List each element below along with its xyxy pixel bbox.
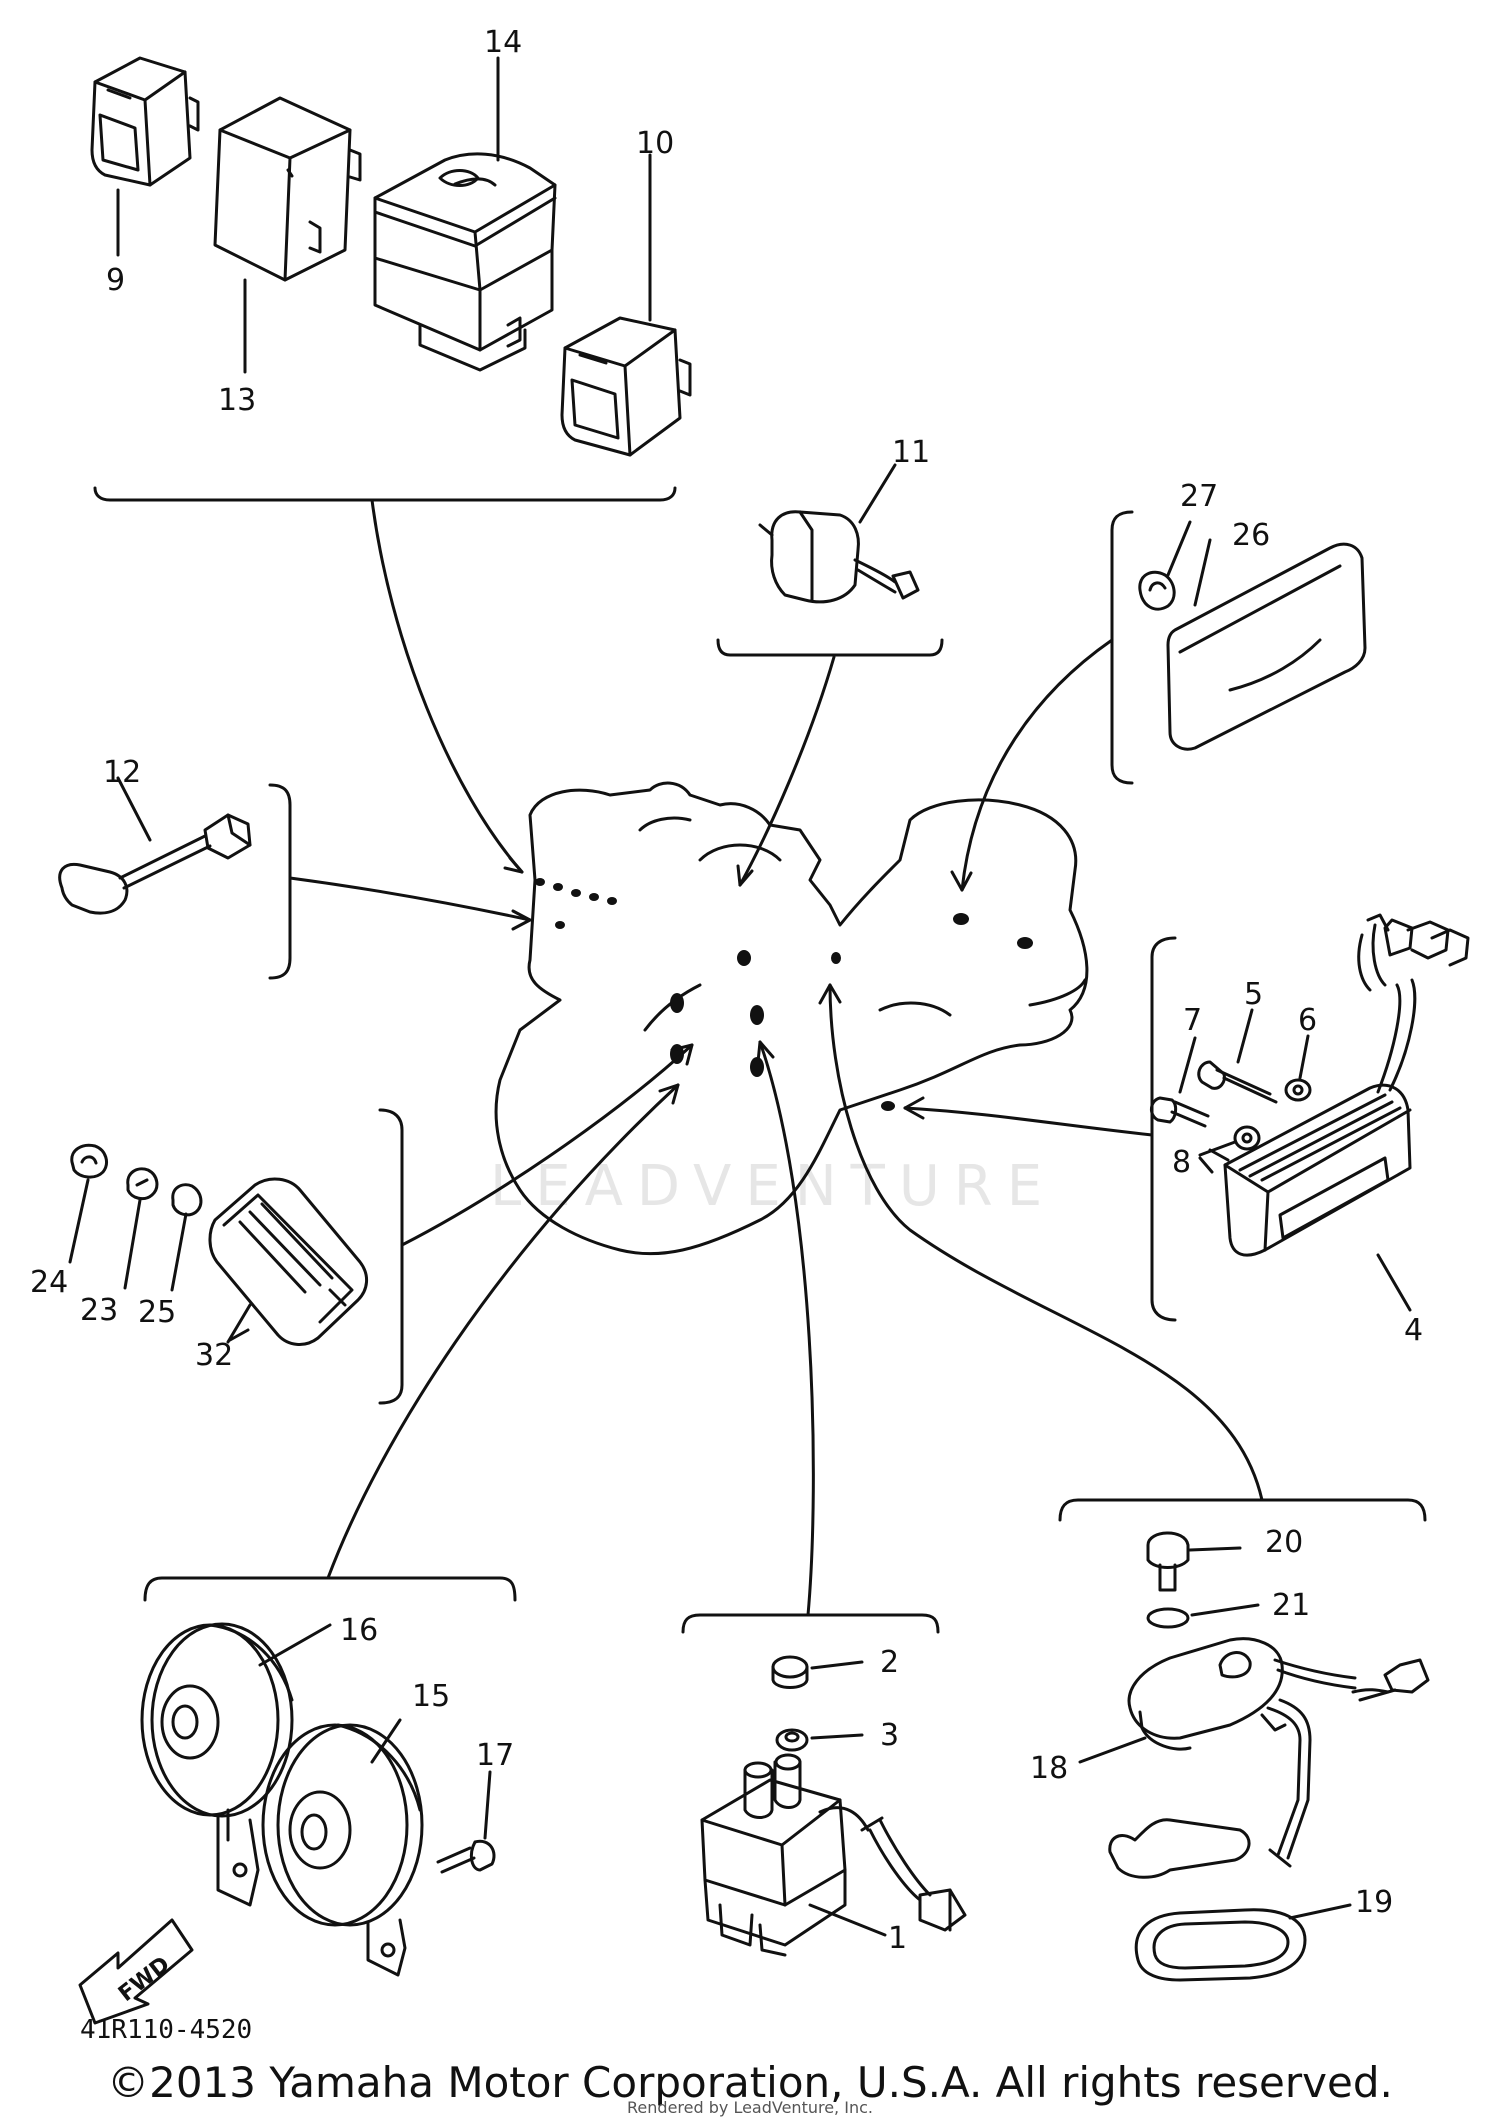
part-fuel-sender-18 — [1078, 1637, 1430, 1879]
bracket-relays — [93, 486, 677, 502]
connector-lines — [288, 498, 1264, 1617]
callout-14: 14 — [484, 25, 522, 60]
part-reflector-26 — [1166, 538, 1367, 751]
part-horn-15 — [261, 1718, 424, 1977]
part-box-14 — [373, 56, 557, 372]
part-cap-2 — [771, 1655, 864, 1689]
callout-4: 4 — [1404, 1313, 1423, 1348]
callout-26: 26 — [1232, 518, 1270, 553]
part-grommet-27 — [1138, 520, 1192, 611]
callout-labels: 14 10 9 13 11 27 26 12 5 7 6 8 4 24 23 2… — [30, 25, 1423, 2045]
fwd-arrow-label: FWD — [114, 1952, 175, 2007]
callout-7: 7 — [1183, 1003, 1202, 1038]
part-washer-8 — [1198, 1125, 1261, 1157]
part-washer-23 — [123, 1167, 159, 1290]
callout-27: 27 — [1180, 479, 1218, 514]
part-washer-6 — [1284, 1034, 1312, 1102]
bracket-reflector-26 — [1110, 510, 1134, 785]
part-reflector-32 — [208, 1177, 368, 1346]
callout-15: 15 — [412, 1679, 450, 1714]
rendered-by-notice: Rendered by LeadVenture, Inc. — [627, 2098, 873, 2117]
callout-10: 10 — [636, 126, 674, 161]
frame-outline — [494, 781, 1089, 1256]
part-unit-13 — [213, 96, 362, 374]
part-washer-25 — [170, 1183, 203, 1292]
part-washer-21 — [1146, 1603, 1260, 1629]
callout-18: 18 — [1030, 1751, 1068, 1786]
callout-17: 17 — [476, 1738, 514, 1773]
callout-3: 3 — [880, 1718, 899, 1753]
callout-2: 2 — [880, 1645, 899, 1680]
bracket-rectifier-4 — [1150, 936, 1177, 1322]
part-relay-10 — [560, 153, 692, 457]
part-nut-24 — [68, 1143, 108, 1264]
fwd-arrow-icon: FWD — [78, 1918, 194, 2025]
callout-1: 1 — [888, 1921, 907, 1956]
callout-21: 21 — [1272, 1588, 1310, 1623]
callout-32: 32 — [195, 1338, 233, 1373]
mount-points — [535, 878, 1033, 1111]
bracket-starter-relay — [681, 1613, 940, 1634]
part-rectifier-4 — [1198, 913, 1470, 1312]
part-relay-9 — [90, 56, 200, 257]
callout-6: 6 — [1298, 1003, 1317, 1038]
callout-23: 23 — [80, 1293, 118, 1328]
callout-16: 16 — [340, 1613, 378, 1648]
callout-13: 13 — [218, 383, 256, 418]
bracket-horns — [143, 1576, 517, 1602]
callout-8: 8 — [1172, 1145, 1191, 1180]
part-bolt-7 — [1150, 1036, 1210, 1128]
bracket-reflector-32 — [378, 1108, 404, 1405]
part-gasket-19 — [1134, 1903, 1352, 1982]
callout-5: 5 — [1244, 977, 1263, 1012]
watermark: LEADVENTURE — [490, 1154, 1056, 1219]
callout-24: 24 — [30, 1265, 68, 1300]
copyright-notice: ©2013 Yamaha Motor Corporation, U.S.A. A… — [107, 2058, 1393, 2107]
callout-12: 12 — [103, 755, 141, 790]
reference-code: 41R110-4520 — [80, 2015, 252, 2045]
callout-25: 25 — [138, 1295, 176, 1330]
part-nut-3 — [775, 1728, 864, 1752]
callout-19: 19 — [1355, 1885, 1393, 1920]
callout-20: 20 — [1265, 1525, 1303, 1560]
bracket-switch-11 — [716, 638, 944, 657]
bracket-fuel-sender — [1058, 1498, 1427, 1522]
part-starter-relay-1 — [700, 1753, 967, 1957]
part-bolt-17 — [436, 1770, 496, 1874]
bracket-sensor-12 — [268, 783, 292, 980]
part-horn-16 — [140, 1622, 332, 1907]
part-switch-11 — [758, 463, 920, 604]
callout-11: 11 — [892, 435, 930, 470]
part-screw-20 — [1146, 1531, 1242, 1592]
part-bolt-5 — [1197, 1008, 1278, 1104]
callout-9: 9 — [106, 263, 125, 298]
part-sensor-12 — [58, 776, 252, 915]
